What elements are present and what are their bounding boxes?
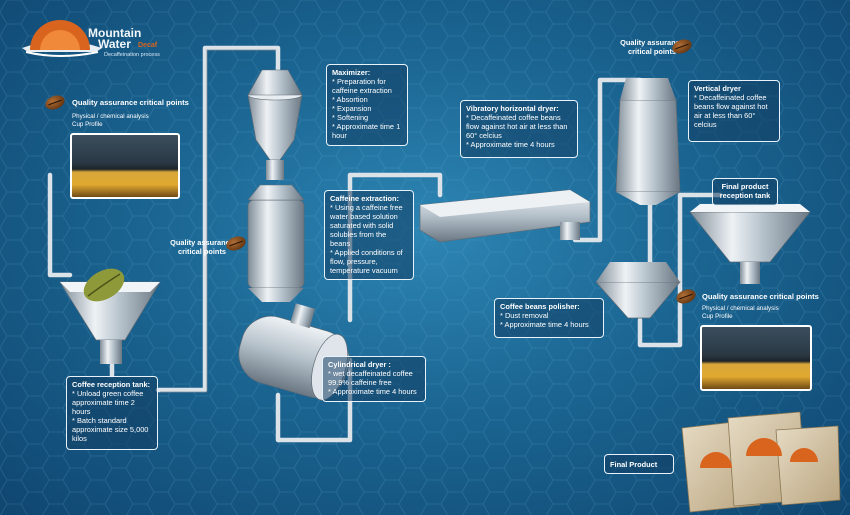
final-tank-line2: reception tank — [719, 191, 771, 200]
polisher-item: Dust removal — [500, 311, 598, 320]
final-product-label: Final Product — [610, 460, 658, 469]
vibratory-dryer-title: Vibratory horizontal dryer: — [466, 104, 559, 113]
polisher-list: Dust removal Approximate time 4 hours — [500, 311, 598, 329]
maximizer-item: Approximate time 1 hour — [332, 122, 402, 140]
coffee-reception-title: Coffee reception tank: — [72, 380, 151, 389]
qa-top-right-line2: critical points — [627, 47, 677, 56]
maximizer-box: Maximizer: Preparation for caffeine extr… — [326, 64, 408, 146]
qa-main-title: Quality assurance critical points — [72, 98, 189, 107]
cylindrical-dryer-item: Approximate time 4 hours — [328, 387, 420, 396]
caffeine-extraction-list: Using a caffeine free water based soluti… — [330, 203, 408, 275]
qa-right-title: Quality assurance critical points — [702, 292, 819, 301]
final-product-box: Final Product — [604, 454, 674, 474]
caffeine-extraction-item: Using a caffeine free water based soluti… — [330, 203, 408, 248]
coffee-reception-box: Coffee reception tank: Unload green coff… — [66, 376, 158, 450]
final-tank — [689, 204, 811, 284]
maximizer-item: Preparation for caffeine extraction — [332, 77, 402, 95]
vertical-dryer-box: Vertical dryer Decaffeinated coffee bean… — [688, 80, 780, 142]
polisher-title: Coffee beans polisher: — [500, 302, 580, 311]
maximizer-item: Softening — [332, 113, 402, 122]
vertical-dryer-list: Decaffeinated coffee beans flow against … — [694, 93, 774, 129]
maximizer-list: Preparation for caffeine extraction Abso… — [332, 77, 402, 140]
polisher-hopper — [595, 262, 681, 319]
qa-right-sub1: Physical / chemical analysis — [702, 305, 779, 312]
polisher-item: Approximate time 4 hours — [500, 320, 598, 329]
qa-top-right-line1: Quality assurance — [620, 38, 684, 47]
vibratory-dryer-item: Approximate time 4 hours — [466, 140, 572, 149]
vertical-dryer-title: Vertical dryer — [694, 84, 741, 93]
polisher-box: Coffee beans polisher: Dust removal Appr… — [494, 298, 604, 338]
logo-water: Water — [98, 37, 131, 51]
maximizer-title: Maximizer: — [332, 68, 371, 77]
cylindrical-dryer-item: wet decaffeinated coffee 99.9% caffeine … — [328, 369, 420, 387]
vibratory-dryer-list: Decaffeinated coffee beans flow against … — [466, 113, 572, 149]
logo-mountain: Mountain — [88, 26, 142, 40]
qa-top-right-label: Quality assurance critical points — [612, 38, 692, 56]
final-tank-box: Final product reception tank — [712, 178, 778, 206]
qa-mid-label: Quality assurance critical points — [166, 238, 238, 256]
qa-main-sub2: Cup Profile — [72, 121, 103, 128]
vibratory-dryer-item: Decaffeinated coffee beans flow against … — [466, 113, 572, 140]
extraction-column — [247, 184, 305, 302]
maximizer-item: Expansion — [332, 104, 402, 113]
maximizer-item: Absortion — [332, 95, 402, 104]
qa-mid-line1: Quality assurance — [170, 238, 234, 247]
cupping-photo-left — [70, 133, 180, 199]
qa-right-sub2: Cup Profile — [702, 313, 733, 320]
final-tank-line1: Final product — [721, 182, 769, 191]
coffee-reception-list: Unload green coffee approximate time 2 h… — [72, 389, 152, 443]
coffee-reception-item: Unload green coffee approximate time 2 h… — [72, 389, 152, 416]
qa-main-sub1: Physical / chemical analysis — [72, 113, 149, 120]
qa-mid-line2: critical points — [177, 247, 227, 256]
vibratory-dryer-box: Vibratory horizontal dryer: Decaffeinate… — [460, 100, 578, 158]
reception-hopper — [59, 268, 161, 364]
vibratory-dryer — [419, 189, 591, 243]
logo-mark — [22, 20, 102, 57]
maximizer-tank — [247, 69, 303, 180]
logo-decaf: Decaf — [138, 42, 158, 49]
coffee-bags — [681, 411, 841, 513]
cupping-photo-right — [700, 325, 812, 391]
vertical-dryer-item: Decaffeinated coffee beans flow against … — [694, 93, 774, 129]
coffee-reception-item: Batch standard approximate size 5,000 ki… — [72, 416, 152, 443]
cylindrical-dryer — [238, 303, 350, 401]
pipes-shadow — [160, 49, 276, 393]
caffeine-extraction-title: Caffeine extraction: — [330, 194, 399, 203]
cylindrical-dryer-list: wet decaffeinated coffee 99.9% caffeine … — [328, 369, 420, 396]
cylindrical-dryer-title: Cylindrical dryer : — [328, 360, 391, 369]
vertical-dryer — [615, 78, 681, 205]
cylindrical-dryer-box: Cylindrical dryer : wet decaffeinated co… — [322, 356, 426, 402]
caffeine-extraction-item: Applied conditions of flow, pressure, te… — [330, 248, 408, 275]
caffeine-extraction-box: Caffeine extraction: Using a caffeine fr… — [324, 190, 414, 280]
logo-tagline: Decaffeination process — [104, 52, 160, 58]
